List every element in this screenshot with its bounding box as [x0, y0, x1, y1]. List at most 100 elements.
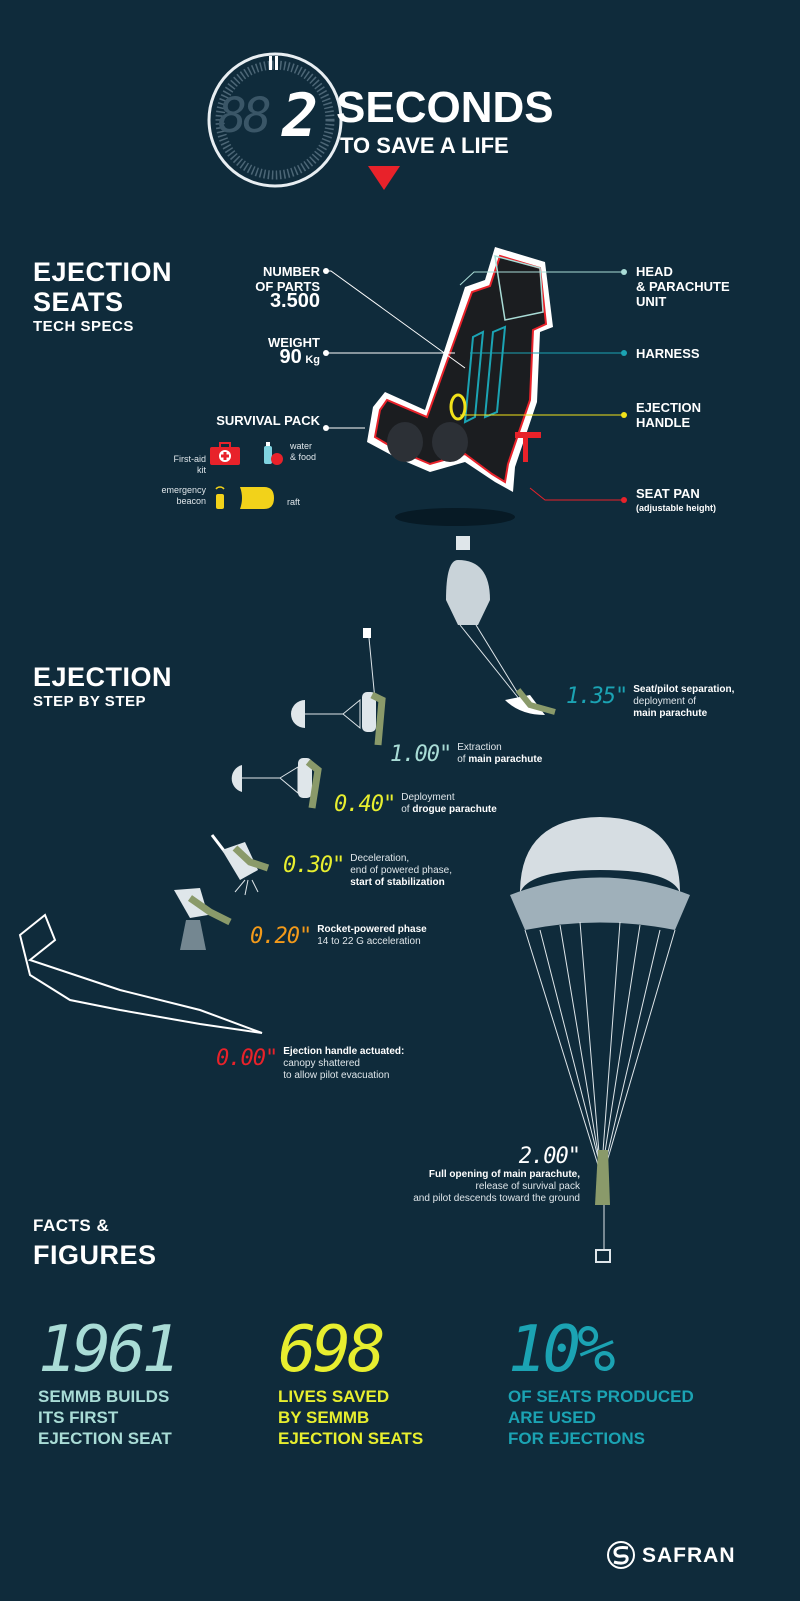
- down-arrow-icon: [368, 166, 400, 190]
- raft-label: raft: [287, 497, 301, 507]
- handle-1: EJECTION: [636, 400, 702, 415]
- fact-value: 10%: [508, 1313, 616, 1387]
- step-0-00: 0.00" Ejection handle actuated:canopy sh…: [216, 1046, 404, 1082]
- step-text: main parachute: [633, 708, 708, 719]
- step-0-30: 0.30" Deceleration,end of powered phase,…: [283, 853, 452, 889]
- fact-text: SEMMB BUILDS: [38, 1387, 170, 1406]
- step-time: 0.20": [250, 924, 312, 949]
- first-aid-1: First-aid: [173, 454, 206, 464]
- step-text: to allow pilot evacuation: [283, 1070, 390, 1081]
- water-food-icon: [264, 442, 283, 465]
- step-text: end of powered phase,: [350, 865, 452, 876]
- step-time: 1.00": [390, 742, 452, 767]
- raft-icon: [240, 487, 274, 509]
- fact-text: OF SEATS PRODUCED: [508, 1387, 694, 1406]
- step-text: Deceleration,: [350, 853, 410, 864]
- title-seconds: SECONDS: [336, 83, 554, 132]
- beacon-2: beacon: [176, 496, 206, 506]
- head-1: HEAD: [636, 264, 673, 279]
- handle-2: HANDLE: [636, 415, 691, 430]
- step-time: 0.30": [283, 853, 345, 878]
- step-time: 2.00": [518, 1144, 581, 1169]
- weight-value: 90: [279, 346, 302, 368]
- weight-label: WEIGHT 90 Kg: [230, 335, 320, 368]
- ejection-seat-illustration: [367, 247, 553, 526]
- water-1: water: [290, 441, 313, 451]
- step-text: Full opening of main parachute,: [428, 1169, 580, 1180]
- weight-unit: Kg: [305, 354, 320, 366]
- seat-pan-label: SEAT PAN: [636, 486, 700, 501]
- fact-text: ARE USED: [508, 1408, 596, 1427]
- step-2-00: 2.00" Full opening of main parachute,rel…: [400, 1144, 581, 1205]
- step-text: canopy shattered: [283, 1058, 360, 1069]
- first-aid-kit-icon: [210, 442, 240, 465]
- parts-label-2: OF PARTS: [255, 279, 320, 294]
- first-aid-2: kit: [197, 465, 206, 475]
- step-time: 0.40": [334, 792, 396, 817]
- steps-subtitle: STEP BY STEP: [33, 693, 146, 710]
- title-save-life: TO SAVE A LIFE: [340, 133, 509, 158]
- step-text: and pilot descends toward the ground: [413, 1193, 580, 1204]
- step-illustrations: [18, 536, 690, 1263]
- step-text: main parachute: [468, 754, 543, 765]
- stopwatch-icon: [207, 52, 343, 188]
- beacon-icon: [215, 486, 225, 509]
- counter-digit: 2: [282, 81, 319, 151]
- step-time: 0.00": [216, 1046, 278, 1071]
- step-text: 14 to 22 G acceleration: [317, 936, 421, 947]
- leader-lines: [323, 268, 627, 503]
- counter-ghost: 88: [218, 88, 272, 144]
- step-text: Rocket-powered phase: [317, 924, 427, 935]
- fact-1961: 1961 SEMMB BUILDS ITS FIRST EJECTION SEAT: [38, 1313, 180, 1449]
- facts-title-2: FIGURES: [33, 1240, 157, 1270]
- fact-value: 1961: [38, 1313, 180, 1387]
- parts-label-1: NUMBER: [262, 264, 320, 279]
- survival-pack-label: SURVIVAL PACK: [216, 413, 320, 428]
- water-label: water& food: [290, 441, 316, 463]
- seat-pan-note: (adjustable height): [636, 503, 717, 513]
- safran-logo-icon: [607, 1541, 635, 1569]
- step-1-35: 1.35" Seat/pilot separation,deployment o…: [566, 684, 734, 720]
- facts-title-1: FACTS &: [33, 1216, 110, 1235]
- tech-subtitle: TECH SPECS: [33, 318, 134, 335]
- fact-text: BY SEMMB: [278, 1408, 370, 1427]
- fact-text: EJECTION SEAT: [38, 1429, 172, 1448]
- fact-text: FOR EJECTIONS: [508, 1429, 645, 1448]
- step-text: deployment of: [633, 696, 697, 707]
- step-text: Deployment: [401, 792, 455, 803]
- step-text: start of stabilization: [350, 877, 445, 888]
- step-time: 1.35": [566, 684, 628, 709]
- tech-title-1: EJECTION: [33, 257, 173, 287]
- brand-name: SAFRAN: [642, 1544, 736, 1567]
- tech-title-2: SEATS: [33, 287, 124, 317]
- fact-text: EJECTION SEATS: [278, 1429, 424, 1448]
- fact-text: ITS FIRST: [38, 1408, 119, 1427]
- step-text: Extraction: [457, 742, 502, 753]
- step-text: release of survival pack: [475, 1181, 581, 1192]
- beacon-1: emergency: [161, 485, 206, 495]
- head-3: UNIT: [636, 294, 667, 309]
- parts-value: 3.500: [269, 290, 320, 312]
- step-text: drogue parachute: [412, 804, 497, 815]
- fact-value: 698: [278, 1313, 386, 1387]
- steps-title: EJECTION: [33, 662, 173, 692]
- parts-label: NUMBER OF PARTS 3.500: [230, 264, 320, 312]
- water-2: & food: [290, 452, 317, 462]
- fact-text: LIVES SAVED: [278, 1387, 390, 1406]
- step-text: Seat/pilot separation,: [633, 684, 735, 695]
- harness-label: HARNESS: [636, 346, 700, 361]
- head-2: & PARACHUTE: [636, 279, 730, 294]
- step-text: Ejection handle actuated:: [283, 1046, 405, 1057]
- step-text: of: [401, 804, 413, 815]
- weight-label-text: WEIGHT: [268, 335, 320, 350]
- step-text: of: [457, 754, 469, 765]
